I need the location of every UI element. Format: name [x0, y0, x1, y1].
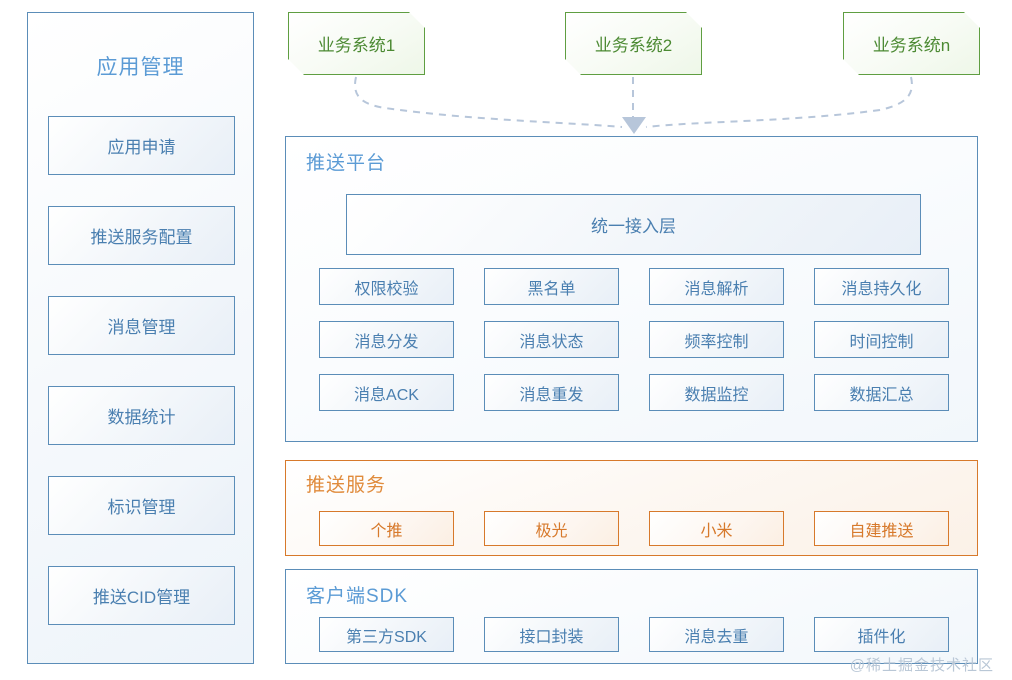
- feature-label: 消息解析: [684, 280, 749, 298]
- feature-message-resend[interactable]: 消息重发: [484, 374, 619, 411]
- provider-label: 小米: [700, 522, 733, 540]
- sdk-third-party[interactable]: 第三方SDK: [319, 617, 454, 652]
- provider-label: 个推: [370, 522, 403, 540]
- sidebar-item-label: 数据统计: [107, 408, 176, 427]
- provider-jiguang[interactable]: 极光: [484, 511, 619, 546]
- feature-message-dispatch[interactable]: 消息分发: [319, 321, 454, 358]
- app-management-panel: 应用管理 应用申请 推送服务配置 消息管理 数据统计 标识管理 推送CID管理: [27, 12, 254, 664]
- provider-xiaomi[interactable]: 小米: [649, 511, 784, 546]
- feature-label: 消息ACK: [354, 386, 419, 404]
- business-system-n[interactable]: 业务系统n: [843, 12, 980, 75]
- feature-label: 消息分发: [354, 333, 419, 351]
- business-system-label: 业务系统2: [594, 36, 673, 55]
- provider-self-hosted[interactable]: 自建推送: [814, 511, 949, 546]
- sdk-api-wrapper[interactable]: 接口封装: [484, 617, 619, 652]
- feature-data-monitor[interactable]: 数据监控: [649, 374, 784, 411]
- watermark-text: @稀土掘金技术社区: [849, 657, 994, 674]
- feature-rate-control[interactable]: 频率控制: [649, 321, 784, 358]
- push-service-provider-row: 个推 极光 小米 自建推送: [319, 511, 949, 546]
- business-system-2[interactable]: 业务系统2: [565, 12, 702, 75]
- sidebar-item-label: 消息管理: [107, 318, 176, 337]
- sdk-module-label: 接口封装: [519, 628, 584, 646]
- arrow-path-biz1: [354, 76, 623, 128]
- feature-label: 频率控制: [684, 333, 749, 351]
- panel-title-app-management: 应用管理: [96, 56, 185, 79]
- push-platform-panel: 推送平台 统一接入层 权限校验 黑名单 消息解析 消息持久化 消息分发 消息状态…: [285, 136, 978, 442]
- sdk-module-label: 消息去重: [684, 628, 749, 646]
- feature-label: 消息持久化: [841, 280, 922, 298]
- provider-getui[interactable]: 个推: [319, 511, 454, 546]
- feature-label: 权限校验: [354, 280, 419, 298]
- feature-label: 消息重发: [519, 386, 584, 404]
- sidebar-item-data-statistics[interactable]: 数据统计: [48, 386, 235, 445]
- provider-label: 自建推送: [849, 522, 914, 540]
- feature-message-persistence[interactable]: 消息持久化: [814, 268, 949, 305]
- feature-label: 黑名单: [527, 280, 576, 298]
- feature-label: 消息状态: [519, 333, 584, 351]
- business-system-label: 业务系统n: [872, 36, 951, 55]
- arrow-path-bizn: [645, 76, 913, 128]
- business-system-label: 业务系统1: [317, 36, 396, 55]
- feature-time-control[interactable]: 时间控制: [814, 321, 949, 358]
- sidebar-item-message-manage[interactable]: 消息管理: [48, 296, 235, 355]
- sdk-pluginization[interactable]: 插件化: [814, 617, 949, 652]
- unified-access-layer-box[interactable]: 统一接入层: [346, 194, 921, 255]
- unified-access-layer-label: 统一接入层: [591, 217, 676, 236]
- feature-label: 时间控制: [849, 333, 914, 351]
- sidebar-item-label: 标识管理: [107, 498, 176, 517]
- feature-blacklist[interactable]: 黑名单: [484, 268, 619, 305]
- sidebar-item-identity-manage[interactable]: 标识管理: [48, 476, 235, 535]
- panel-title-push-platform: 推送平台: [306, 153, 387, 174]
- feature-message-parse[interactable]: 消息解析: [649, 268, 784, 305]
- feature-data-summary[interactable]: 数据汇总: [814, 374, 949, 411]
- sdk-module-label: 插件化: [857, 628, 906, 646]
- push-platform-feature-grid: 权限校验 黑名单 消息解析 消息持久化 消息分发 消息状态 频率控制 时间控制 …: [319, 268, 949, 411]
- sidebar-item-push-cid-manage[interactable]: 推送CID管理: [48, 566, 235, 625]
- sidebar-item-label: 应用申请: [107, 138, 176, 157]
- sidebar-item-label: 推送CID管理: [92, 588, 191, 607]
- provider-label: 极光: [535, 522, 568, 540]
- feature-message-ack[interactable]: 消息ACK: [319, 374, 454, 411]
- feature-label: 数据监控: [684, 386, 749, 404]
- sdk-module-label: 第三方SDK: [346, 628, 427, 646]
- panel-title-push-service: 推送服务: [306, 475, 387, 496]
- client-sdk-module-row: 第三方SDK 接口封装 消息去重 插件化: [319, 617, 949, 652]
- push-service-panel: 推送服务 个推 极光 小米 自建推送: [285, 460, 978, 556]
- arrowhead-icon: [622, 117, 646, 134]
- business-system-1[interactable]: 业务系统1: [288, 12, 425, 75]
- feature-message-status[interactable]: 消息状态: [484, 321, 619, 358]
- feature-label: 数据汇总: [849, 386, 914, 404]
- sidebar-item-push-config[interactable]: 推送服务配置: [48, 206, 235, 265]
- sidebar-item-label: 推送服务配置: [90, 228, 193, 247]
- feature-permission-check[interactable]: 权限校验: [319, 268, 454, 305]
- panel-title-client-sdk: 客户端SDK: [306, 586, 409, 607]
- sidebar-item-app-apply[interactable]: 应用申请: [48, 116, 235, 175]
- client-sdk-panel: 客户端SDK 第三方SDK 接口封装 消息去重 插件化: [285, 569, 978, 664]
- sdk-message-dedupe[interactable]: 消息去重: [649, 617, 784, 652]
